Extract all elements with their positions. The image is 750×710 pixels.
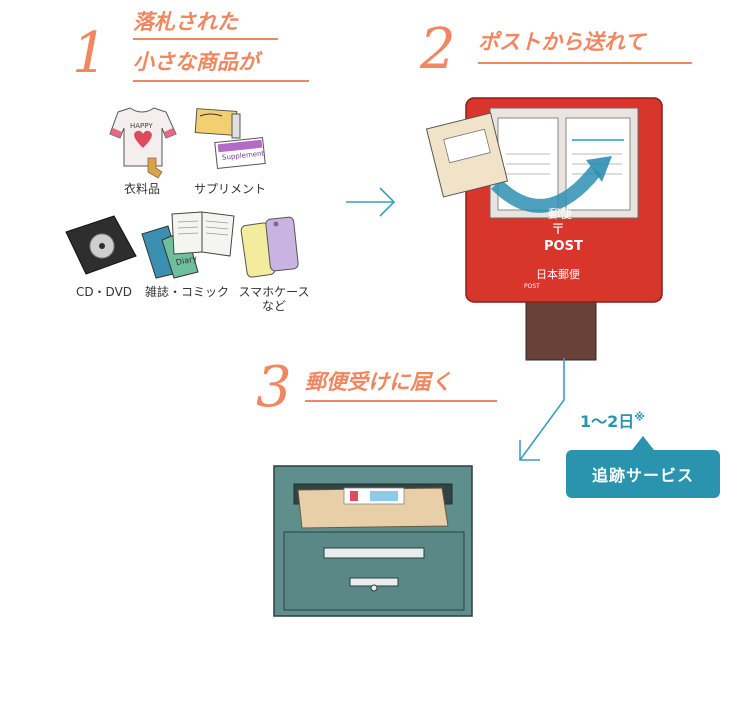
- tracking-pointer: [632, 436, 654, 450]
- supplement-icon: Supplement: [194, 108, 266, 169]
- step-2-underline: [478, 62, 692, 64]
- item-label-phone-case: スマホケース: [238, 285, 310, 299]
- phone-case-icon: [240, 216, 299, 278]
- step-2-title: ポストから送れて: [478, 30, 646, 54]
- step-1-underline-2: [133, 80, 309, 82]
- step-1-title-line2: 小さな商品が: [133, 50, 259, 74]
- postbox-mark: 〒: [551, 222, 565, 238]
- arrow-right-icon: [346, 187, 396, 217]
- item-label-dvd: CD・DVD: [75, 285, 133, 299]
- dvd-case-icon: [65, 215, 137, 275]
- delivery-note-mark: ※: [634, 410, 645, 424]
- postbox-brand-sub: POST: [524, 283, 540, 290]
- step-1-underline-1: [133, 38, 278, 40]
- step-3-underline: [305, 400, 497, 402]
- clothing-icon: HAPPY: [109, 107, 177, 179]
- item-label-clothing: 衣料品: [123, 182, 160, 196]
- step-3-title: 郵便受けに届く: [305, 370, 452, 394]
- postbox-brand: 日本郵便: [536, 267, 580, 281]
- magazine-text: Diary: [175, 254, 198, 267]
- item-label-magazine: 雑誌・コミック: [145, 285, 230, 299]
- arrow-down-left-icon: [519, 358, 565, 461]
- delivery-duration-text: 1〜2日: [580, 412, 635, 431]
- clothing-text: HAPPY: [130, 122, 153, 130]
- magazine-icon: Diary: [141, 211, 235, 279]
- step-1-number: 1: [72, 21, 108, 86]
- postbox-icon: 郵便 〒 POST 日本郵便 POST: [426, 97, 663, 361]
- mailbox-icon: [273, 465, 473, 617]
- item-label-phone-case-2: など: [261, 299, 286, 313]
- step-3-number: 3: [256, 355, 292, 420]
- step-1-title-line1: 落札された: [133, 10, 238, 34]
- step-2-number: 2: [420, 17, 456, 82]
- tracking-service-button[interactable]: 追跡サービス: [566, 450, 720, 498]
- item-label-supplement: サプリメント: [193, 182, 266, 196]
- postbox-word: 郵便: [548, 207, 572, 221]
- delivery-duration: 1〜2日※: [580, 408, 645, 432]
- postbox-post: POST: [544, 239, 583, 254]
